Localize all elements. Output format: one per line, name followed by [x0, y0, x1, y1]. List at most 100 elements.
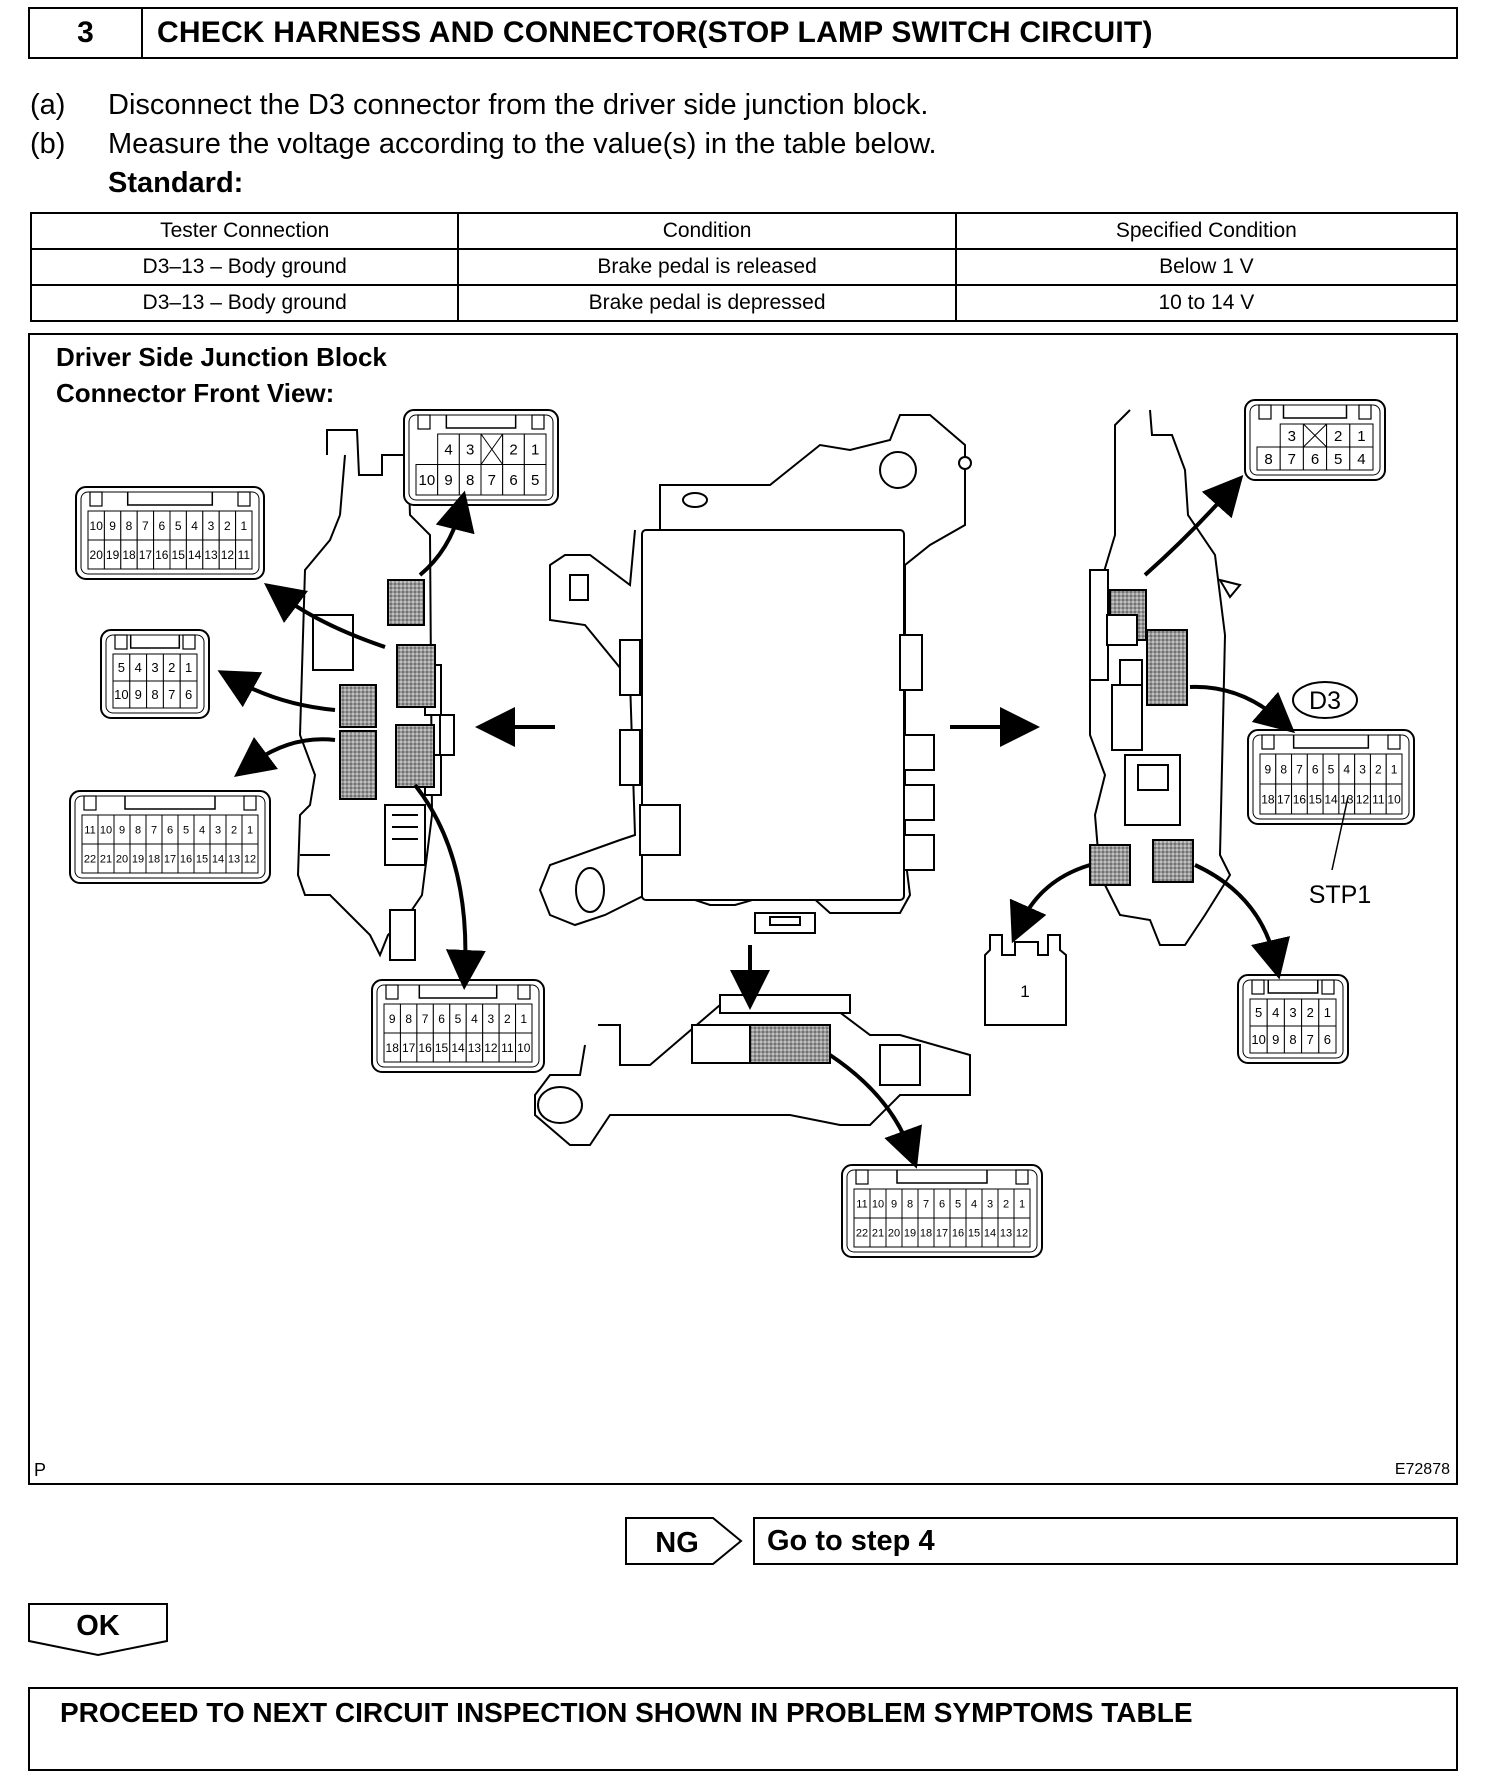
- pin-number: 21: [872, 1227, 884, 1239]
- pin-number: 16: [418, 1041, 432, 1055]
- table-header: Specified Condition: [954, 212, 1459, 250]
- ng-box[interactable]: NG: [625, 1517, 743, 1565]
- connector-socket: [339, 684, 377, 728]
- table-header-row: Tester Connection Condition Specified Co…: [29, 212, 1459, 250]
- pin-number: 7: [151, 824, 157, 836]
- pin-number: 7: [422, 1012, 429, 1026]
- pin-number: 18: [920, 1227, 932, 1239]
- pin-number: 13: [228, 853, 240, 865]
- pin-number: 20: [888, 1227, 900, 1239]
- pin-number: 7: [168, 687, 175, 702]
- pin-number: 8: [151, 687, 158, 702]
- pin-number: 5: [955, 1198, 961, 1210]
- figure-title-line2: Connector Front View:: [56, 378, 335, 408]
- table-header: Condition: [457, 212, 957, 250]
- pin-number: 6: [1311, 451, 1319, 468]
- arrow-to-right-10: [1194, 863, 1290, 980]
- figure-title: Driver Side Junction Block Connector Fro…: [56, 339, 387, 411]
- pin-number: 4: [199, 824, 205, 836]
- pin-number: 4: [1357, 451, 1365, 468]
- pin-cell: [1318, 1025, 1337, 1054]
- spec-table: Tester Connection Condition Specified Co…: [29, 212, 1459, 322]
- pin-number: 5: [183, 824, 189, 836]
- pin-number: 9: [1272, 1032, 1279, 1047]
- pin-number: 2: [168, 660, 175, 675]
- proceed-box: PROCEED TO NEXT CIRCUIT INSPECTION SHOWN…: [28, 1687, 1458, 1771]
- pin-number: 10: [418, 472, 435, 489]
- standard-label: Standard:: [108, 167, 244, 199]
- pin-number: 9: [444, 472, 452, 489]
- pin-number: 3: [1288, 428, 1296, 445]
- stp1-leader: [1331, 796, 1349, 871]
- pin-number: 3: [987, 1198, 993, 1210]
- pin-number: 1: [1019, 1198, 1025, 1210]
- arrow-to-bottom-18: [413, 783, 486, 990]
- connector-socket: [395, 724, 435, 788]
- pin-cell: [515, 1032, 533, 1063]
- pin-number: 2: [1334, 428, 1342, 445]
- pin-number: 8: [135, 824, 141, 836]
- pin-number: 2: [1375, 762, 1382, 776]
- pin-number: 13: [1000, 1227, 1012, 1239]
- pin-number: 13: [468, 1041, 482, 1055]
- pin-number: 5: [175, 519, 182, 533]
- step-title: CHECK HARNESS AND CONNECTOR(STOP LAMP SW…: [157, 16, 1153, 49]
- table-cell: D3–13 – Body ground: [29, 284, 460, 322]
- junction-block-figure: Driver Side Junction Block Connector Fro…: [28, 333, 1458, 1485]
- pin-number: 8: [405, 1012, 412, 1026]
- pin-number: 18: [1261, 792, 1275, 806]
- pin-number: 2: [504, 1012, 511, 1026]
- pin-number: 8: [126, 519, 133, 533]
- pin-number: 2: [231, 824, 237, 836]
- instruction-label: (a): [30, 89, 66, 121]
- pin-number: 17: [1277, 792, 1291, 806]
- pin-number: 3: [151, 660, 158, 675]
- pin-number: 2: [1307, 1005, 1314, 1020]
- pin-number: 6: [509, 472, 517, 489]
- pin-number: 3: [1289, 1005, 1296, 1020]
- pin-number: 19: [904, 1227, 916, 1239]
- connector-socket: [339, 730, 377, 800]
- pin-number: 11: [238, 548, 251, 562]
- arrow-to-top-right: [1143, 475, 1244, 577]
- pin-number: 1: [520, 1012, 527, 1026]
- arrows: [217, 475, 1296, 1169]
- pin-number: 11: [856, 1198, 867, 1210]
- pin-number: 16: [180, 853, 192, 865]
- pin-number: 4: [135, 660, 142, 675]
- instruction-text: Disconnect the D3 connector from the dri…: [108, 89, 929, 121]
- pin-number: 10: [517, 1041, 531, 1055]
- pin-number: 4: [971, 1198, 977, 1210]
- pin-number: 1: [1357, 428, 1365, 445]
- ok-box[interactable]: OK: [28, 1603, 168, 1657]
- pin-number: 17: [164, 853, 176, 865]
- pin-number: 7: [142, 519, 149, 533]
- pin-number: 12: [1016, 1227, 1028, 1239]
- pin-number: 9: [389, 1012, 396, 1026]
- pin-number: 6: [1324, 1032, 1331, 1047]
- go-to-step-link[interactable]: Go to step 4: [753, 1517, 1458, 1565]
- bottom-block-body: [534, 994, 971, 1146]
- pin-number: 20: [116, 853, 128, 865]
- pin-number: 12: [484, 1041, 498, 1055]
- right-block-body: [1089, 409, 1242, 946]
- pin-number: 6: [939, 1198, 945, 1210]
- table-cell: Brake pedal is depressed: [457, 284, 957, 322]
- pin-number: 6: [1312, 762, 1319, 776]
- pin-number: 10: [872, 1198, 884, 1210]
- pin-number: 15: [1309, 792, 1323, 806]
- arrow-to-d3: [1189, 684, 1296, 734]
- pin-number: 8: [1264, 451, 1272, 468]
- figure-corner-letter: P: [34, 1460, 47, 1480]
- pin-cell: [1385, 783, 1403, 815]
- pin-number: 10: [1387, 792, 1401, 806]
- pin-number: 13: [204, 548, 218, 562]
- stp1-label: STP1: [1309, 881, 1372, 909]
- single-pin-label: 1: [1020, 982, 1029, 1001]
- pin-number: 15: [172, 548, 186, 562]
- pin-number: 7: [923, 1198, 929, 1210]
- pin-number: 12: [244, 853, 256, 865]
- arrow-to-single-pin: [1009, 863, 1091, 944]
